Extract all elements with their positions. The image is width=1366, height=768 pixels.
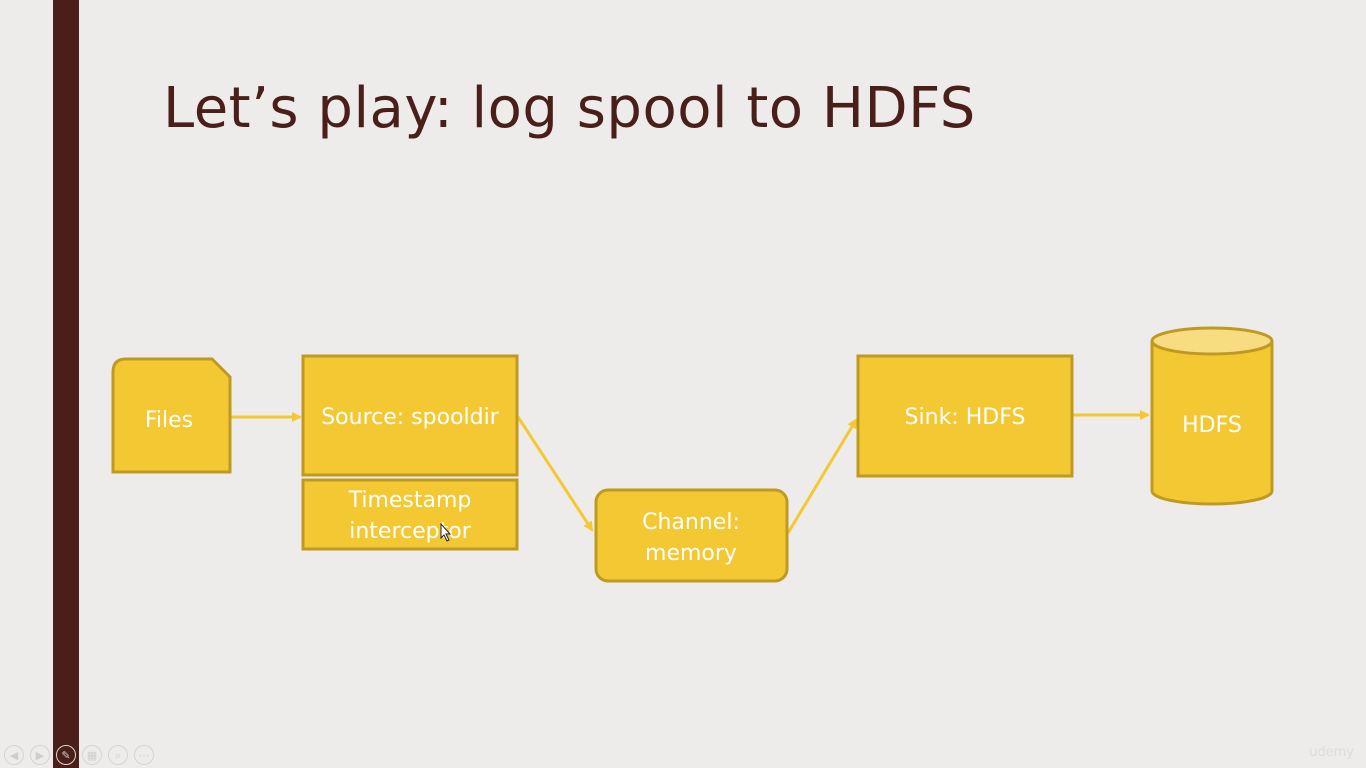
source-node: Source: spooldir <box>301 354 519 477</box>
accent-bar <box>53 0 79 768</box>
slides-icon[interactable]: ▦ <box>82 745 102 765</box>
sink-label: Sink: HDFS <box>905 405 1026 430</box>
source-label: Source: spooldir <box>321 405 500 430</box>
files-label: Files <box>145 408 193 433</box>
hdfs-label: HDFS <box>1182 413 1242 438</box>
interceptor-label-line1: Timestamp <box>348 488 472 513</box>
arrow-channel-to-sink <box>786 418 858 534</box>
more-icon[interactable]: ⋯ <box>134 745 154 765</box>
files-node: Files <box>111 357 232 474</box>
interceptor-label-line2: interceptor <box>349 519 471 544</box>
channel-node: Channel: memory <box>594 488 789 583</box>
next-icon[interactable]: ▶ <box>30 745 50 765</box>
channel-label-line2: memory <box>645 541 737 566</box>
pen-icon[interactable]: ✎ <box>56 745 76 765</box>
slide-title: Let’s play: log spool to HDFS <box>163 76 976 141</box>
watermark: udemy <box>1309 745 1354 760</box>
sink-node: Sink: HDFS <box>856 354 1074 478</box>
zoom-icon[interactable]: ⌕ <box>108 745 128 765</box>
arrow-source-to-channel <box>516 416 594 532</box>
channel-label-line1: Channel: <box>642 510 740 535</box>
interceptor-node: Timestamp interceptor <box>301 478 519 551</box>
previous-icon[interactable]: ◀ <box>4 745 24 765</box>
mouse-cursor <box>440 522 452 542</box>
player-controls: ◀ ▶ ✎ ▦ ⌕ ⋯ <box>4 745 154 765</box>
hdfs-cylinder: HDFS <box>1150 326 1274 506</box>
